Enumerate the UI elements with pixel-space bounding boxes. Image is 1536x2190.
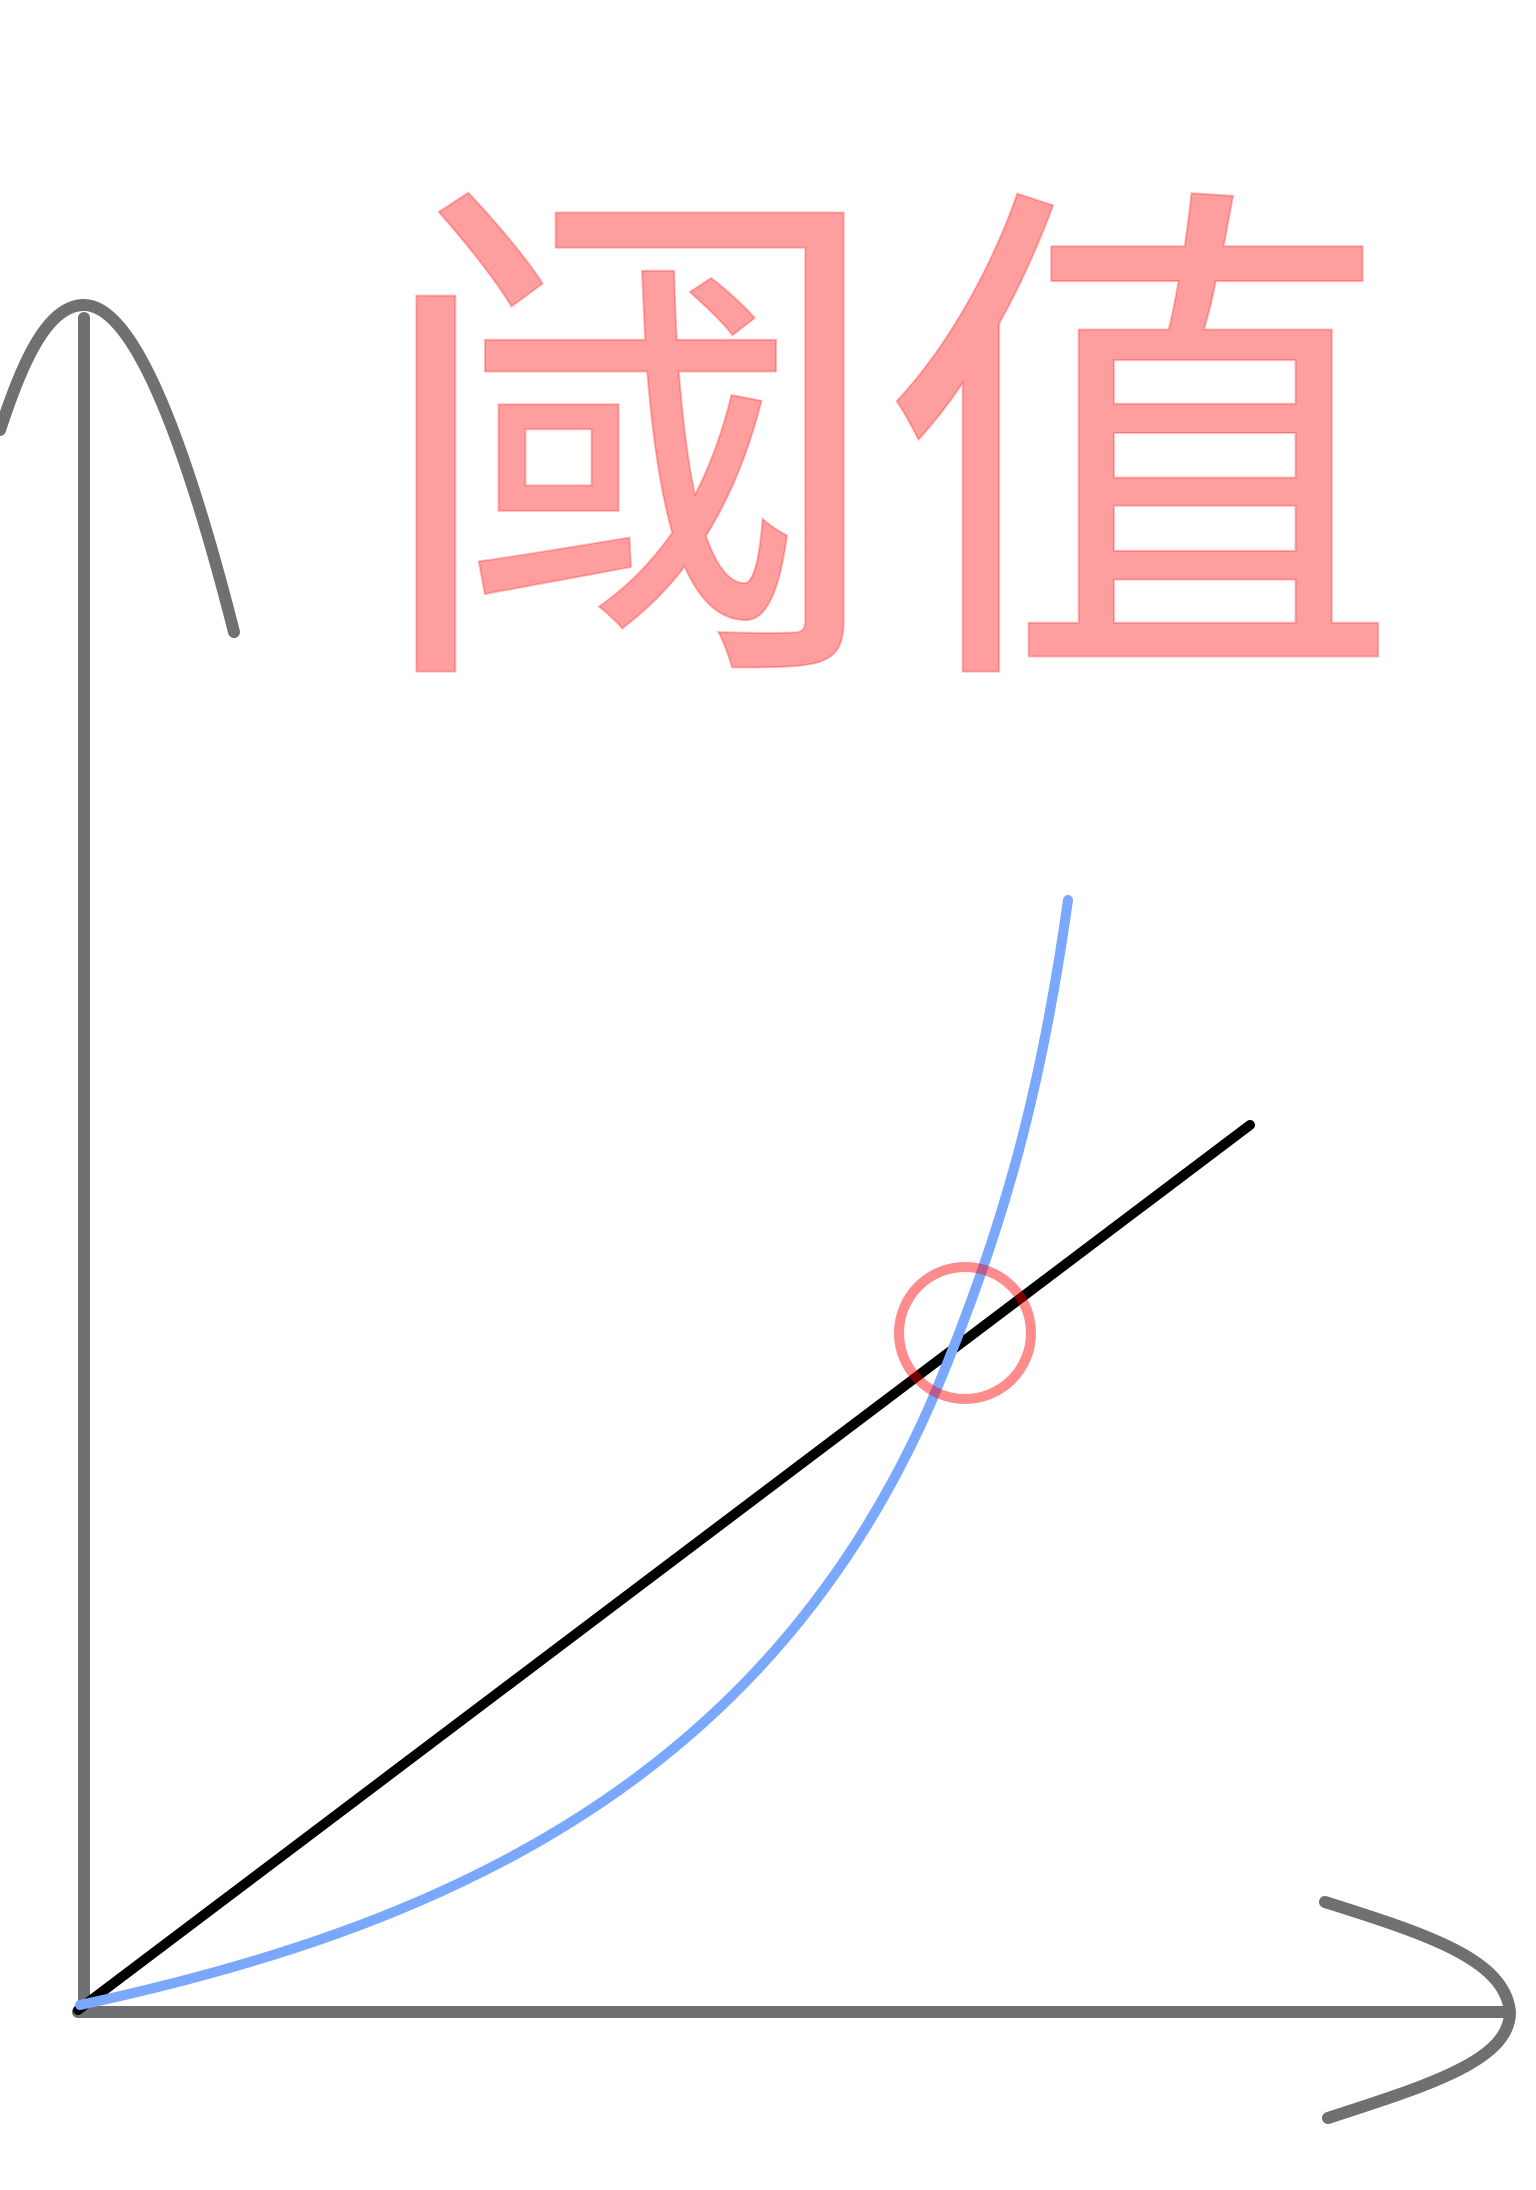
growth-curve [75, 895, 1073, 2010]
linear-line [73, 1120, 1255, 2015]
arrowhead-right-icon [1319, 1896, 1517, 2124]
arrowhead-up-icon [0, 298, 240, 638]
threshold-label: 阈值 [369, 147, 1401, 753]
circle-marker-icon [894, 1262, 1036, 1404]
axes [0, 298, 1517, 2124]
